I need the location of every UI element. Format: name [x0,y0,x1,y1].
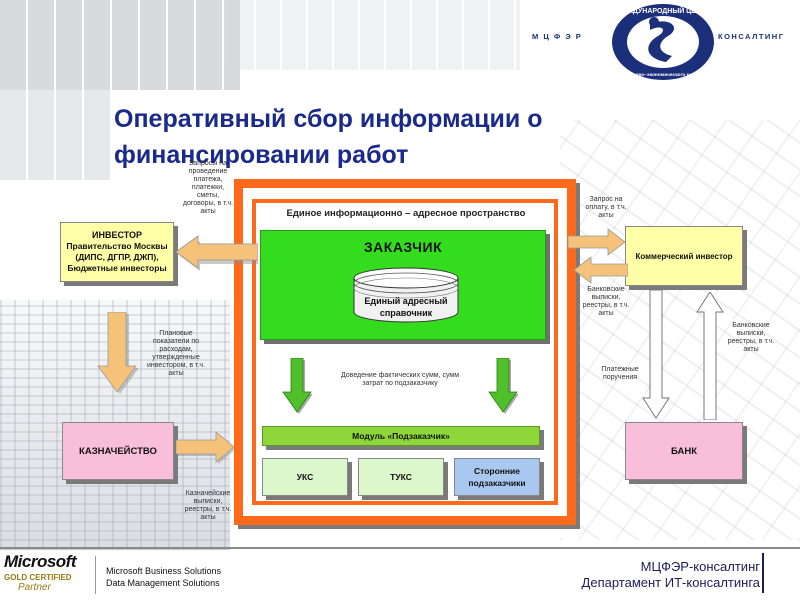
logo-left-text: М Ц Ф Э Р [532,32,583,41]
logo-bottom-text: финансово–экономического развития [617,71,709,78]
company-name: МЦФЭР-консалтинг Департамент ИТ-консалти… [582,559,760,591]
microsoft-partner-logo: Microsoft GOLD CERTIFIED Partner [4,552,77,593]
arrow-from-commercial-icon [574,256,628,284]
green-arrow-down-icon [282,358,312,414]
database-label: Единый адресный справочник [364,296,448,318]
company-line: Департамент ИТ-консалтинга [581,575,760,590]
investor-line: Бюджетные инвесторы [67,263,167,273]
logo-right-text: КОНСАЛТИНГ [718,32,785,41]
note-bank-statements: Банковские выписки, реестры, в т.ч. акты [727,322,775,353]
footer-logo-divider [95,556,96,594]
page-title: Оперативный сбор информации о финансиров… [114,105,543,169]
investor-line: Правительство Москвы [66,241,168,251]
bank-box: БАНК [625,422,743,480]
arrow-down-investor-icon [97,312,138,394]
note-actual-costs: Доведение фактических сумм, сумм затрат … [340,372,460,387]
note-bank-request: Платежные поручения [601,366,639,381]
note-investor-request: Запросы на проведение платежа, платежки,… [182,160,234,215]
microsoft-wordmark: Microsoft [4,552,77,571]
green-arrow-down-icon [488,358,518,414]
arrow-to-investor-icon [176,235,258,271]
arrow-up-bank-icon [696,292,724,420]
arrow-to-frame-icon [176,431,236,464]
subcontractor-tuks-box: ТУКС [358,458,444,496]
note-commercial-statements: Банковские выписки, реестры, в т.ч. акты [582,286,630,317]
company-accent-bar [762,553,764,593]
note-investor-plan: Плановые показатели по расходам, утвержд… [147,330,205,377]
arrow-down-bank-icon [642,290,670,419]
customer-title: ЗАКАЗЧИК [363,239,443,255]
logo-ring-text: МЕЖДУНАРОДНЫЙ ЦЕНТР [616,6,710,15]
database-icon [353,267,459,323]
logo-emblem-icon: МЕЖДУНАРОДНЫЙ ЦЕНТР финансово–экономичес… [612,4,714,80]
subcontractor-uks-box: УКС [262,458,348,496]
investor-box: ИНВЕСТОР Правительство Москвы (ДИПС, ДГП… [60,222,174,282]
treasury-box: КАЗНАЧЕЙСТВО [62,422,174,480]
commercial-investor-box: Коммерческий инвестор [625,226,743,286]
arrow-to-commercial-icon [568,228,626,256]
third-party-subcontractors-box: Сторонние подзаказчики [454,458,540,496]
investor-heading: ИНВЕСТОР [91,230,143,240]
investor-line: (ДИПС, ДГПР, ДЖП), [75,252,159,262]
solutions-line: Microsoft Business Solutions [106,566,222,576]
frame-caption: Единое информационно – адресное простран… [286,208,526,219]
company-line: МЦФЭР-консалтинг [640,559,760,574]
background-grid [0,90,110,180]
solutions-line: Data Management Solutions [106,578,220,588]
background-grid [0,0,240,90]
ms-solutions-text: Microsoft Business Solutions Data Manage… [106,565,221,589]
note-commercial-request: Запрос на оплату, в т.ч. акты [585,196,627,219]
note-treasury: Казначейские выписки, реестры, в т.ч. ак… [184,490,232,521]
partner-label: Partner [18,582,51,593]
subcontractor-module-bar: Модуль «Подзаказчик» [262,426,540,446]
gold-certified-label: GOLD CERTIFIED [4,573,72,582]
background-grid [230,0,520,70]
footer-divider [0,547,800,549]
company-logo: М Ц Ф Э Р МЕЖДУНАРОДНЫЙ ЦЕНТР финансово–… [528,2,798,84]
